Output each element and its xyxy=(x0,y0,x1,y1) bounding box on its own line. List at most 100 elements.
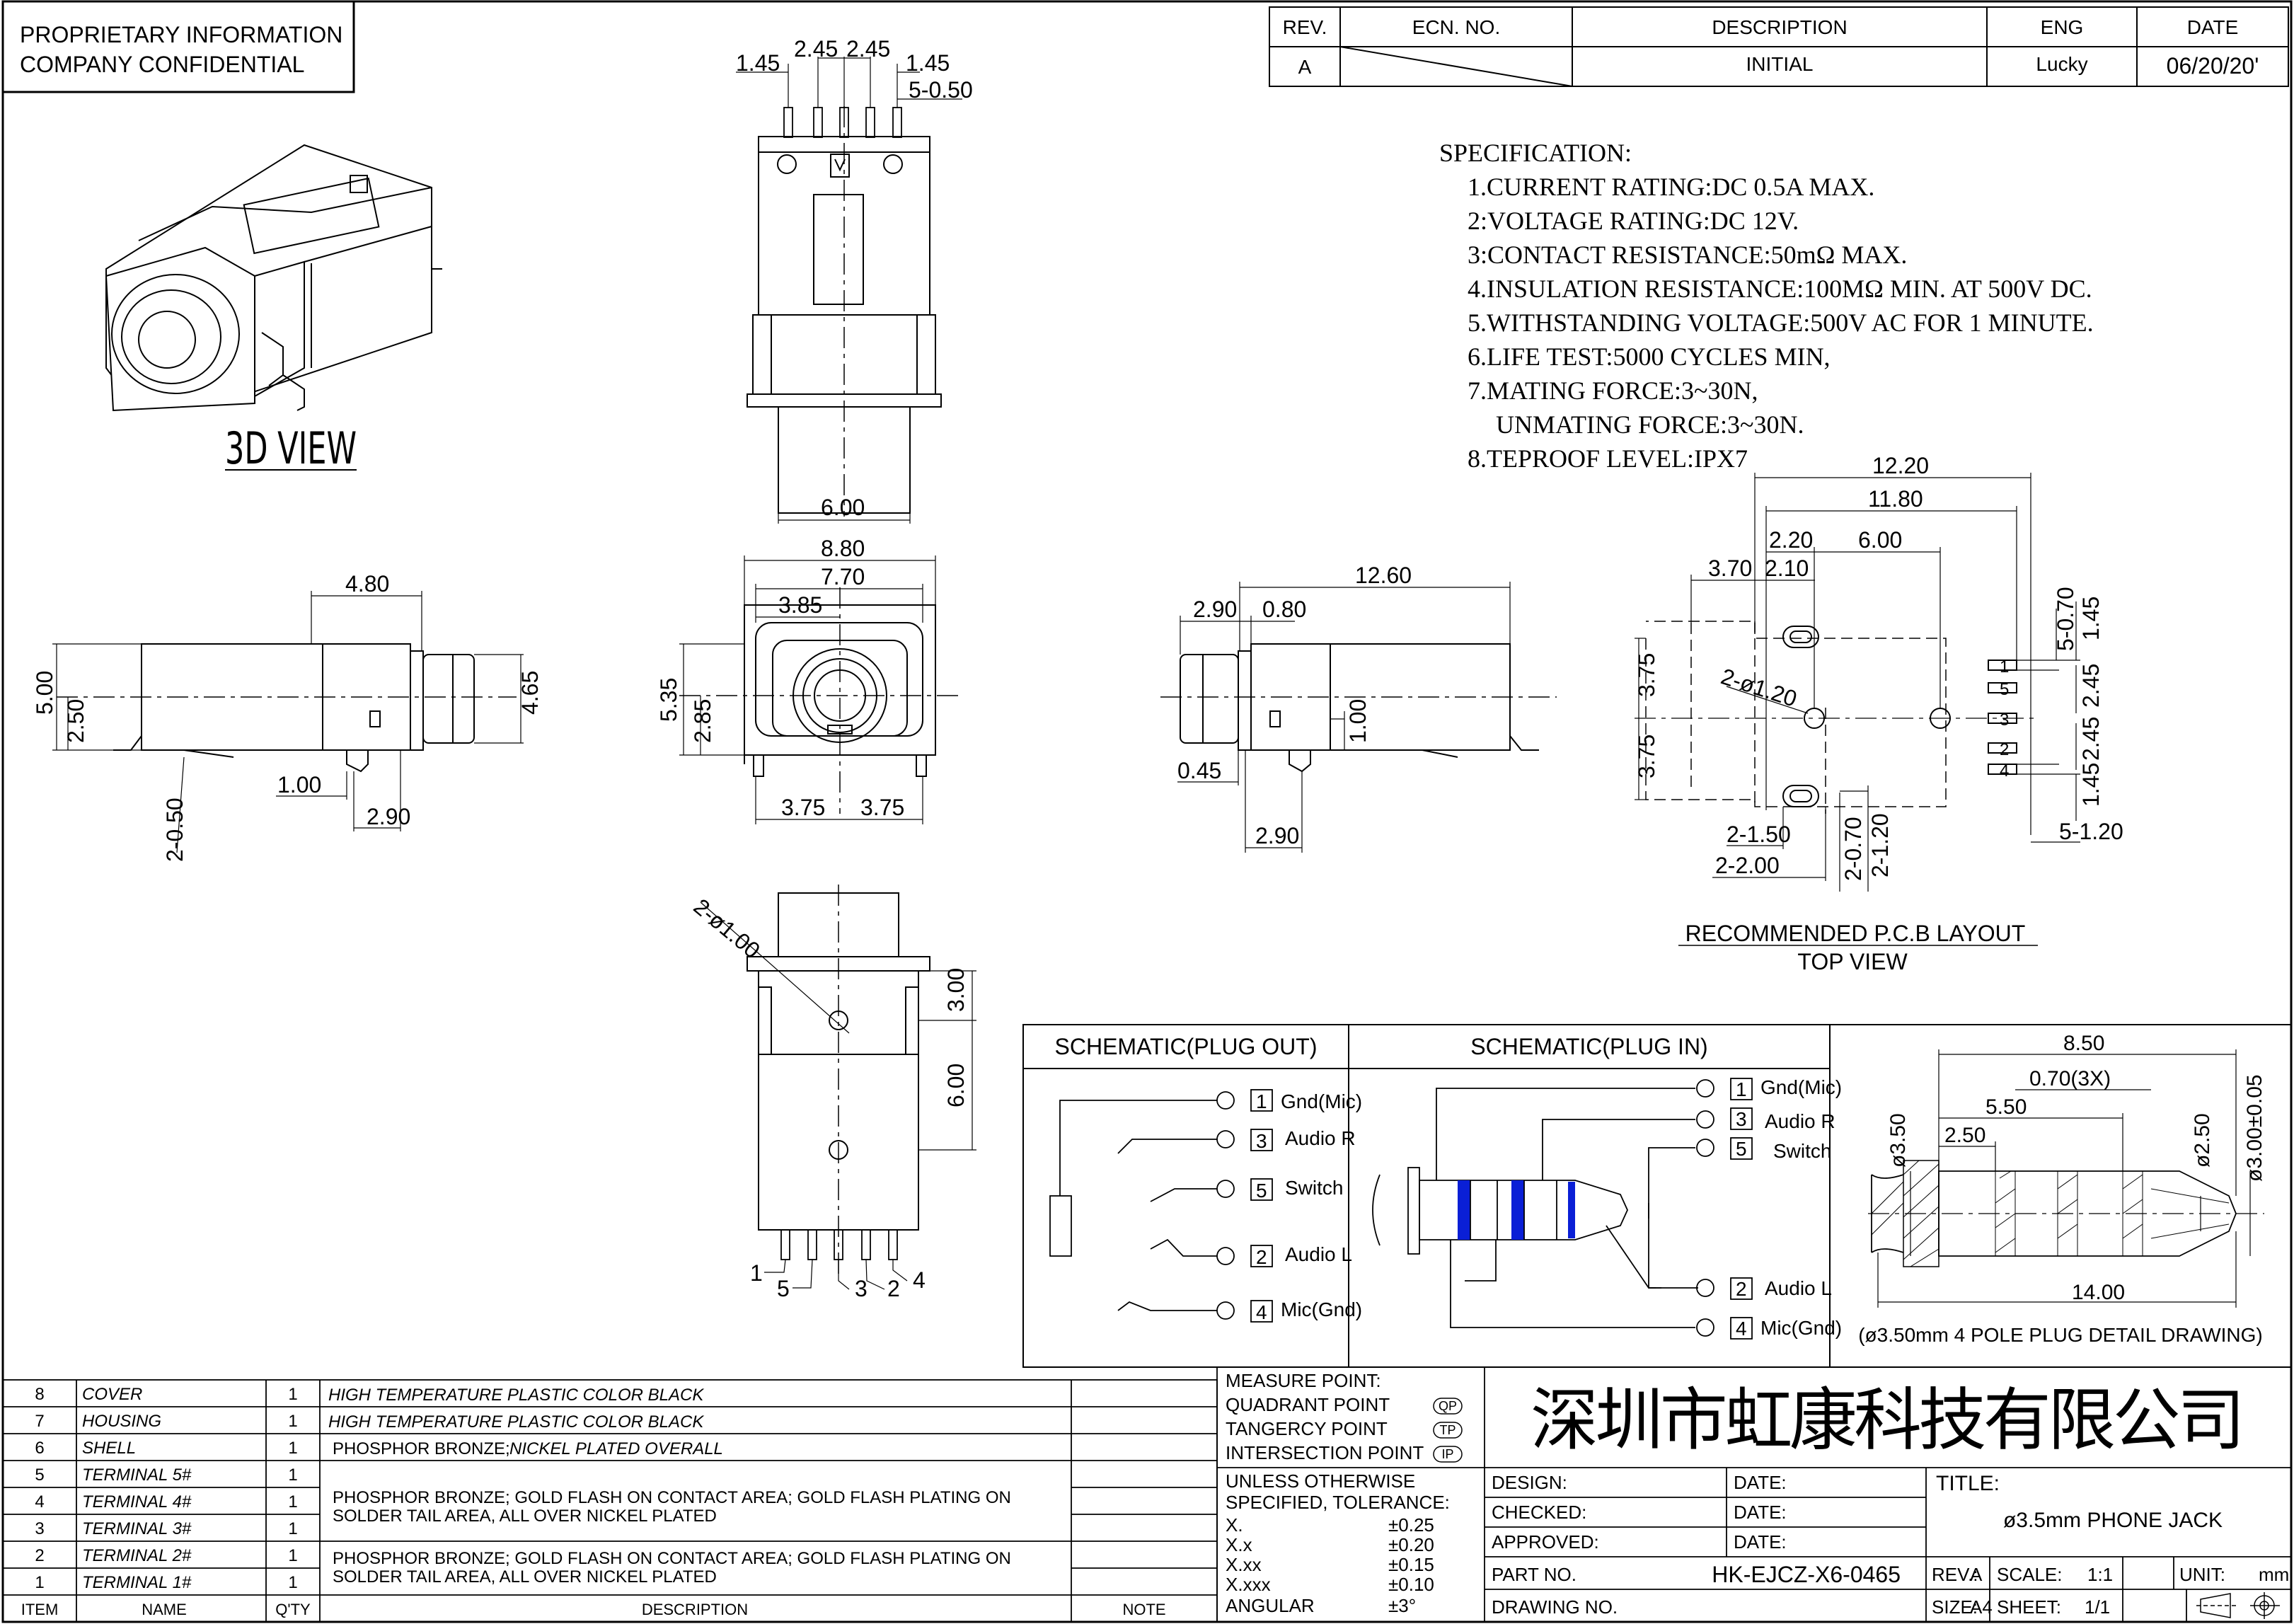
bom-row-6-name: SHELL xyxy=(82,1439,136,1458)
tol-v-5: ±3° xyxy=(1388,1595,1416,1616)
bom-header-note: NOTE xyxy=(1122,1601,1165,1618)
plug-bands xyxy=(1458,1180,1575,1240)
side-dim-6: 2.90 xyxy=(367,804,410,829)
size-value: A4 xyxy=(1970,1596,1993,1618)
sch-out-num-5: 5 xyxy=(1256,1180,1267,1202)
plug-dim-6: ø2.50 xyxy=(2191,1113,2214,1168)
unit-value: mm xyxy=(2259,1564,2289,1585)
measure-ip-tag: IP xyxy=(1441,1447,1453,1461)
scale-value: 1:1 xyxy=(2087,1564,2113,1585)
bom-row-4-name: TERMINAL 4# xyxy=(82,1492,192,1511)
sch-in-lbl-5: Switch xyxy=(1773,1140,1831,1162)
bottom-dim-2: 3.00 xyxy=(943,968,969,1012)
tol-k-2: X.x xyxy=(1226,1534,1252,1555)
bom-row-3-name: TERMINAL 3# xyxy=(82,1519,192,1538)
spec-title: SPECIFICATION: xyxy=(1439,139,1632,167)
confidential-box: PROPRIETARY INFORMATION COMPANY CONFIDEN… xyxy=(1,0,355,93)
bom-row-7-name: HOUSING xyxy=(82,1412,161,1431)
bottom-view: 2-ø1.00 3.00 6.00 1 5 3 2 4 xyxy=(689,885,976,1301)
pcb-pin-3: 3 xyxy=(2000,710,2009,730)
tol-v-4: ±0.10 xyxy=(1388,1574,1434,1595)
bom-desc-cover: HIGH TEMPERATURE PLASTIC COLOR BLACK xyxy=(328,1386,704,1405)
bom-header-item: ITEM xyxy=(21,1601,59,1618)
size-label: SIZE: xyxy=(1932,1596,1978,1618)
bom-row-5-name: TERMINAL 5# xyxy=(82,1465,192,1485)
sch-in-lbl-4: Mic(Gnd) xyxy=(1760,1317,1842,1339)
top-view: 1.45 2.45 2.45 1.45 5-0.50 6.00 xyxy=(736,36,973,524)
plug-detail: 8.50 0.70(3X) 5.50 2.50 ø3.50 ø2.50 ø3.0… xyxy=(1858,1032,2266,1346)
specification: SPECIFICATION: 1.CURRENT RATING:DC 0.5A … xyxy=(1439,139,2094,473)
bottom-dim-1: 2-ø1.00 xyxy=(689,894,766,963)
sch-out-lbl-4: Mic(Gnd) xyxy=(1281,1298,1362,1320)
spec-item-5: 5.WITHSTANDING VOLTAGE:500V AC FOR 1 MIN… xyxy=(1468,309,2094,337)
sch-out-lbl-2: Audio L xyxy=(1285,1243,1352,1265)
front-view: 8.80 7.70 3.85 5.35 2.85 3.75 3.75 xyxy=(656,536,962,824)
spec-item-8: 8.TEPROOF LEVEL:IPX7 xyxy=(1468,444,1748,473)
bom-row-1-qty: 1 xyxy=(288,1573,297,1592)
sch-in-lbl-2: Audio L xyxy=(1765,1277,1832,1299)
company-name: 深圳市虹康科技有限公司 xyxy=(1531,1383,2245,1458)
rev-row-eng: Lucky xyxy=(2036,53,2087,75)
pcb-dim-18: 2-0.70 xyxy=(1840,817,1866,881)
schematic-plug-out: 1 Gnd(Mic) 3 Audio R 5 Switch 2 Audio L … xyxy=(1049,1089,1362,1323)
top-dim-3: 2.45 xyxy=(846,36,890,62)
schematic-out-title: SCHEMATIC(PLUG OUT) xyxy=(1055,1034,1318,1059)
confidential-line1: PROPRIETARY INFORMATION xyxy=(20,22,342,47)
right-dim-6: 2.90 xyxy=(1255,823,1299,848)
spec-item-6: 6.LIFE TEST:5000 CYCLES MIN, xyxy=(1468,342,1831,371)
sch-in-num-2: 2 xyxy=(1736,1278,1747,1300)
spec-item-4: 4.INSULATION RESISTANCE:100MΩ MIN. AT 50… xyxy=(1468,275,2092,303)
pcb-dim-1: 12.20 xyxy=(1872,453,1929,478)
rev-value: A xyxy=(1970,1564,1983,1585)
pcb-pin-1: 1 xyxy=(2000,657,2009,676)
tol-k-1: X. xyxy=(1226,1514,1243,1536)
drawing-title: ø3.5mm PHONE JACK xyxy=(2003,1509,2223,1532)
sheet-value: 1/1 xyxy=(2085,1596,2110,1618)
pcb-dim-9: 3.75 xyxy=(1634,735,1659,778)
top-dim-4: 1.45 xyxy=(906,50,950,76)
sch-out-num-4: 4 xyxy=(1256,1301,1267,1323)
sch-out-lbl-3: Audio R xyxy=(1285,1127,1356,1149)
sch-in-lbl-1: Gnd(Mic) xyxy=(1760,1076,1842,1098)
measure-qp-tag: QP xyxy=(1439,1399,1457,1413)
part-no-value: HK-EJCZ-X6-0465 xyxy=(1712,1562,1901,1587)
bom-row-8-name: COVER xyxy=(82,1385,142,1404)
bom-row-2-name: TERMINAL 2# xyxy=(82,1546,192,1565)
sch-in-num-1: 1 xyxy=(1736,1078,1747,1100)
pcb-dim-14: 1.45 xyxy=(2078,763,2104,807)
tol-v-2: ±0.20 xyxy=(1388,1534,1434,1555)
pcb-pin-4: 4 xyxy=(2000,761,2009,781)
right-dim-4: 1.00 xyxy=(1345,699,1371,743)
right-dim-1: 12.60 xyxy=(1355,563,1412,588)
title-label: TITLE: xyxy=(1936,1472,2000,1495)
side-dim-5: 1.00 xyxy=(277,772,321,797)
view-3d-label: 3D VIEW xyxy=(225,422,357,474)
bom-row-1-name: TERMINAL 1# xyxy=(82,1573,192,1592)
bom-desc-housing: HIGH TEMPERATURE PLASTIC COLOR BLACK xyxy=(328,1412,704,1432)
spec-item-1: 1.CURRENT RATING:DC 0.5A MAX. xyxy=(1468,173,1874,201)
sch-out-num-1: 1 xyxy=(1256,1090,1267,1112)
pcb-dim-19: 2-1.20 xyxy=(1867,813,1893,877)
bom-row-8-qty: 1 xyxy=(288,1385,297,1404)
drawing-no-label: DRAWING NO. xyxy=(1492,1596,1618,1618)
sch-out-lbl-5: Switch xyxy=(1285,1177,1343,1199)
design-label: DESIGN: xyxy=(1492,1472,1567,1493)
sch-in-num-5: 5 xyxy=(1736,1138,1747,1160)
plug-caption: (ø3.50mm 4 POLE PLUG DETAIL DRAWING) xyxy=(1858,1324,2263,1346)
bottom-pin-1: 1 xyxy=(750,1260,763,1286)
front-dim-4: 5.35 xyxy=(656,678,681,722)
top-dim-2: 2.45 xyxy=(794,36,838,62)
tol-k-3: X.xx xyxy=(1226,1554,1262,1575)
bom-header-qty: Q'TY xyxy=(275,1601,311,1618)
front-dim-5: 2.85 xyxy=(690,699,715,743)
bom-row-5-item: 5 xyxy=(35,1465,44,1485)
pcb-dim-15: 5-1.20 xyxy=(2059,819,2123,844)
plug-dim-1: 8.50 xyxy=(2063,1032,2104,1055)
bom-row-3-qty: 1 xyxy=(288,1519,297,1538)
bom-row-6-item: 6 xyxy=(35,1439,44,1458)
sch-out-num-3: 3 xyxy=(1256,1130,1267,1152)
side-dim-4: 4.65 xyxy=(517,671,543,715)
rev-row-date: 06/20/20' xyxy=(2167,53,2259,79)
schematic-in-title: SCHEMATIC(PLUG IN) xyxy=(1470,1034,1707,1059)
